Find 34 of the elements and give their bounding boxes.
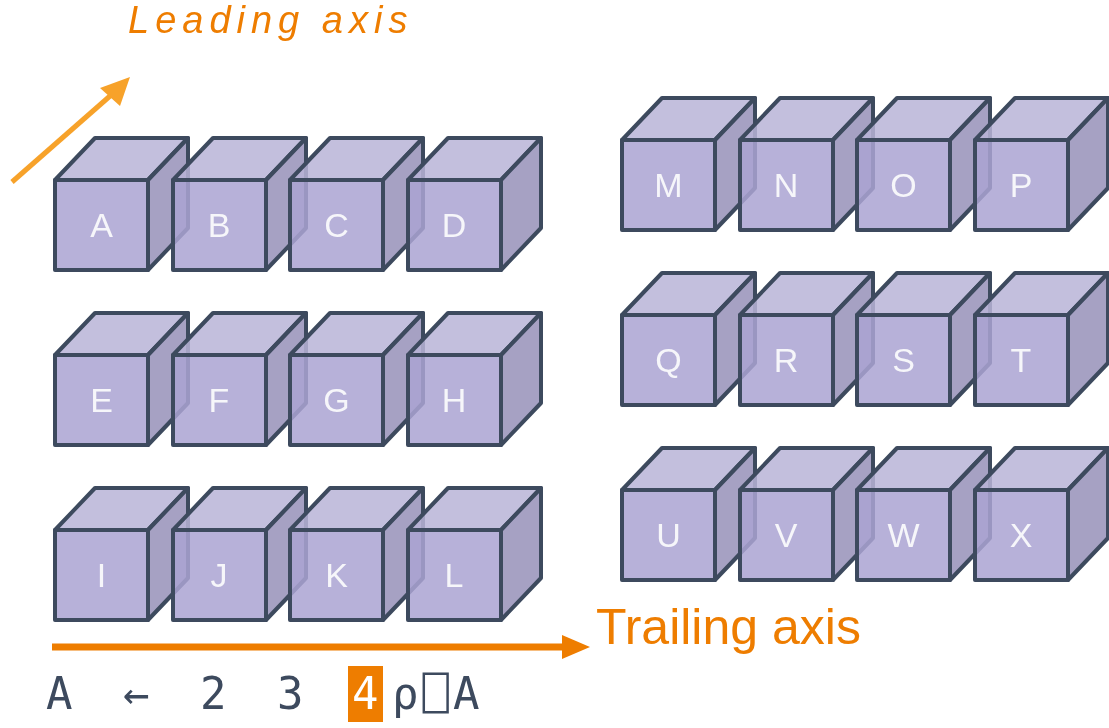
highlighted-code-text: 4: [348, 666, 383, 722]
cube: [972, 96, 1109, 232]
cube-label: R: [772, 339, 800, 381]
cube-label: K: [324, 554, 349, 596]
cube-label: S: [891, 339, 916, 381]
cube-label: F: [207, 379, 231, 421]
cube: [972, 271, 1109, 407]
cube-label: E: [89, 379, 114, 421]
cube-label: H: [440, 379, 468, 421]
cube-label: W: [886, 514, 921, 556]
cube-label: P: [1008, 164, 1034, 206]
cube: [405, 311, 543, 447]
code-text: ⍴⎕A: [392, 667, 484, 721]
cube-label: J: [209, 554, 229, 596]
cube-label: U: [655, 514, 682, 556]
cube-label: G: [322, 379, 351, 421]
cube-label: X: [1008, 514, 1034, 556]
axis-label: Trailing axis: [596, 598, 861, 656]
cube: [972, 446, 1109, 582]
cube-label: C: [323, 204, 350, 246]
cube-label: B: [206, 204, 232, 246]
cube-label: D: [440, 204, 468, 246]
cube-label: Q: [654, 339, 683, 381]
cube-label: T: [1009, 339, 1033, 381]
cube: [405, 486, 543, 622]
cube-label: V: [773, 514, 799, 556]
code-text: A ← 2 3: [46, 667, 316, 721]
cube-label: A: [89, 204, 114, 246]
cube-label: O: [889, 164, 918, 206]
cube-label: L: [443, 554, 465, 596]
cube-label: M: [653, 164, 684, 206]
cube: [405, 136, 543, 272]
cube-label: I: [95, 554, 108, 596]
cube-label: N: [772, 164, 800, 206]
